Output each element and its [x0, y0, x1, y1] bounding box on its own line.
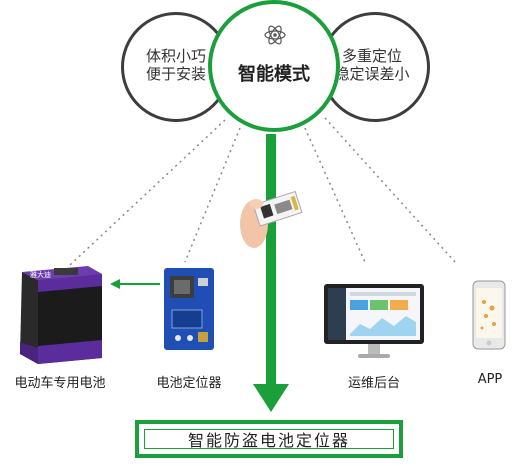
dotted-line-backend — [304, 127, 366, 263]
feature-center-title: 智能模式 — [238, 64, 310, 85]
product-title-inner-border — [144, 429, 394, 449]
feature-right-line1: 多重定位 — [341, 47, 402, 65]
app-caption: APP — [477, 372, 503, 387]
battery-locator-board-image — [164, 268, 214, 350]
arrow-down-icon — [253, 134, 289, 412]
hand-holding-device-image — [240, 190, 303, 248]
feature-left-line1: 体积小巧 — [145, 47, 206, 65]
feature-circle-center: 智能模式 — [208, 0, 340, 132]
locator-caption: 电池定位器 — [156, 376, 222, 391]
feature-left-text: 体积小巧 便于安装 — [124, 47, 228, 83]
product-title: 智能防盗电池定位器 — [187, 431, 350, 450]
backend-caption: 运维后台 — [347, 376, 400, 391]
monitor-backend-image — [324, 284, 424, 358]
battery-caption: 电动车专用电池 — [14, 376, 106, 391]
feature-left-line2: 便于安装 — [145, 65, 206, 83]
smartphone-app-image — [472, 280, 506, 350]
feature-right-line2: 稳定误差小 — [334, 65, 410, 83]
arrow-left-icon — [110, 279, 160, 289]
dotted-line-app — [324, 117, 456, 263]
feature-right-text: 多重定位 稳定误差小 — [316, 47, 428, 83]
product-title-box: 智能防盗电池定位器 — [135, 420, 403, 458]
dotted-line-battery — [69, 119, 226, 266]
battery-brand-label: 雅大迪 — [30, 271, 51, 279]
dotted-line-locator — [184, 127, 241, 263]
atom-icon — [264, 25, 286, 45]
ebike-battery-image — [20, 266, 102, 364]
